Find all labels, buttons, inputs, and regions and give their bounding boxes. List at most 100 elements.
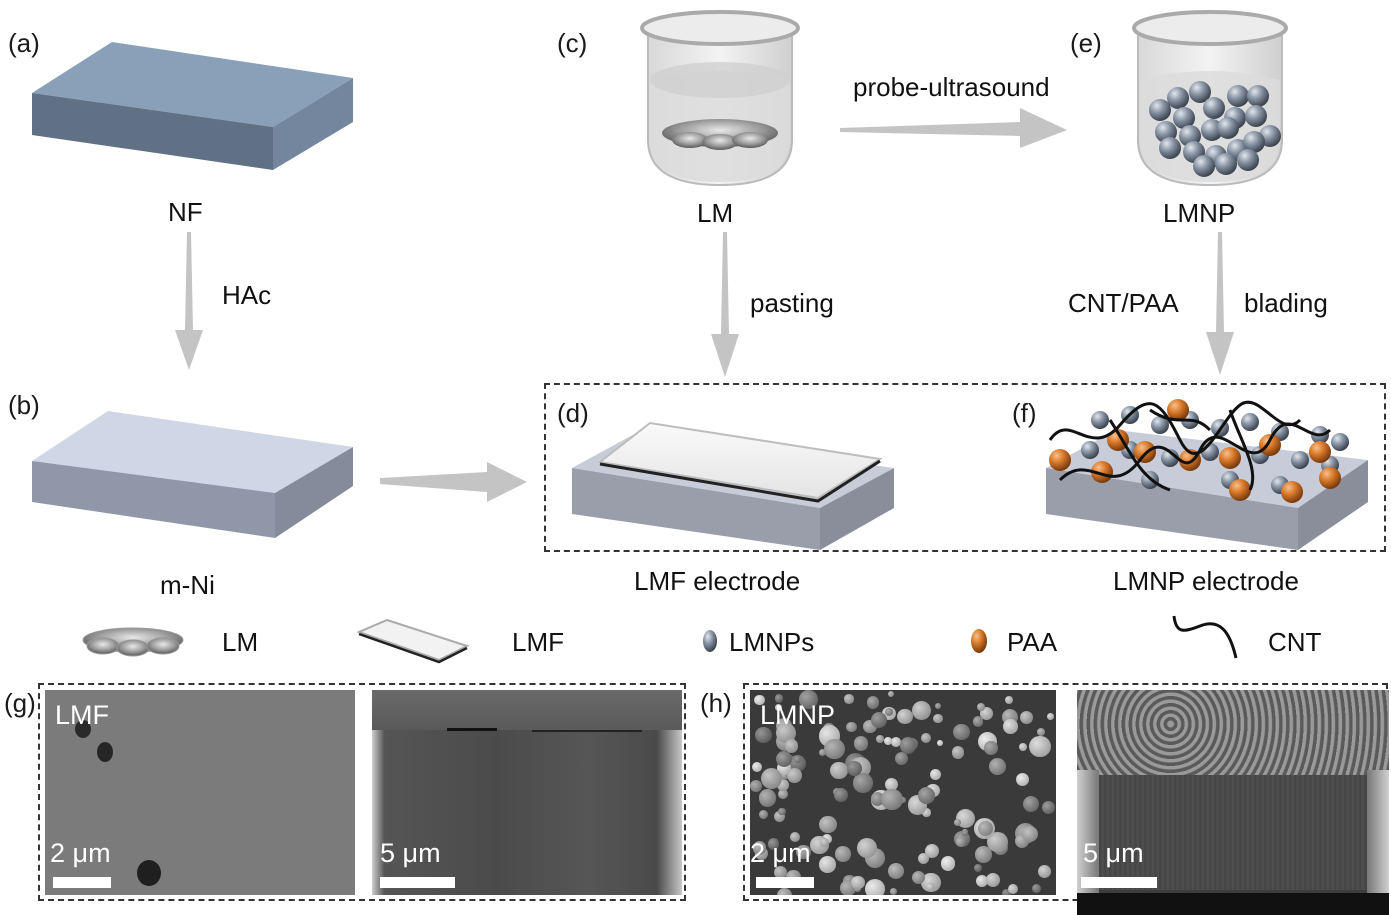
sem-particle <box>921 808 931 817</box>
sem-particle <box>773 865 787 879</box>
sem-particle <box>1015 773 1030 787</box>
sem-particle <box>883 736 893 746</box>
sem-particle <box>984 741 998 755</box>
sem-particle <box>894 751 909 766</box>
paa-particle <box>1167 399 1189 421</box>
lmnp-electrode <box>1046 399 1368 550</box>
lmnp-particle <box>1215 153 1237 175</box>
sem-tag-lmf: LMF <box>55 700 109 730</box>
arrow-right-probe-ultrasound <box>840 108 1067 148</box>
lm-droplet <box>662 119 778 150</box>
sem-particle <box>885 777 899 791</box>
legend-label-lm: LM <box>222 627 259 657</box>
caption-lmnp-electrode: LMNP electrode <box>1113 566 1299 596</box>
sem-particle <box>1029 735 1051 758</box>
sem-image-lmf-cross-section: 5 μm <box>372 690 682 895</box>
paa-particle <box>1107 429 1129 451</box>
sem-particle <box>776 751 793 767</box>
mni-block-front <box>32 461 275 538</box>
sem-particle <box>1002 719 1018 734</box>
arrow-down-hac <box>175 232 203 370</box>
arrow-down-pasting <box>711 232 739 377</box>
sem-info-bar <box>1077 893 1389 915</box>
sem-particle <box>846 721 857 733</box>
sem-particle <box>1020 710 1034 725</box>
mni-block <box>32 411 353 538</box>
scale-bar-g-left <box>53 877 111 888</box>
sem-particle <box>867 696 880 709</box>
sem-particle <box>864 879 885 895</box>
sem-particle <box>1007 883 1018 894</box>
sem-particle <box>1031 883 1041 893</box>
sem-particle <box>918 787 935 805</box>
scale-label-h-right: 5 μm <box>1083 838 1144 868</box>
lmnp-particle <box>1247 85 1269 107</box>
panel-label-b: (b) <box>8 390 40 420</box>
sem-particle <box>885 708 894 717</box>
sem-particle <box>887 690 894 697</box>
sem-particle <box>986 872 1001 887</box>
lmnp-particle <box>1193 155 1215 177</box>
nf-block-side <box>273 78 353 170</box>
caption-lm: LM <box>697 198 734 228</box>
lmnp-particle <box>1159 137 1181 159</box>
paa-particle <box>1219 447 1241 469</box>
lmnp-particle <box>1331 433 1349 451</box>
sem-particle <box>911 871 925 885</box>
sem-particle <box>897 708 913 724</box>
lmnp-particle <box>1217 117 1239 139</box>
sem-particle <box>871 711 887 728</box>
lmnp-particle <box>1245 105 1267 127</box>
caption-lmf-electrode: LMF electrode <box>634 566 801 596</box>
paa-particle <box>1281 481 1303 503</box>
nf-block-top <box>32 42 353 127</box>
sem-particle <box>888 863 904 879</box>
sem-particle <box>955 837 966 847</box>
step-label-cnt-paa: CNT/PAA <box>1068 288 1179 318</box>
sem-particle <box>760 767 782 790</box>
sem-particle <box>796 844 811 860</box>
paa-particle <box>1049 449 1071 471</box>
sem-particle <box>936 739 943 746</box>
legend-label-cnt: CNT <box>1268 627 1322 657</box>
sem-particle <box>929 769 941 780</box>
lmnp-particle <box>1081 441 1099 459</box>
paa-particle <box>1319 467 1341 489</box>
sem-particle <box>755 726 772 743</box>
lmf-electrode <box>572 421 894 550</box>
sem-particle <box>818 856 836 873</box>
lmnp-particle <box>1091 411 1109 429</box>
sem-particle <box>818 815 837 834</box>
panel-label-g: (g) <box>4 688 36 718</box>
sem-image-lmnp-cross-section: 5 μm <box>1077 690 1389 915</box>
step-label-probe-ultrasound: probe-ultrasound <box>853 72 1050 102</box>
paa-particles-layer <box>1049 399 1341 503</box>
sem-particle <box>752 841 767 855</box>
paa-particle <box>1259 434 1281 456</box>
sem-particle <box>972 716 984 727</box>
sem-particle <box>954 819 962 827</box>
sem-particle <box>1047 712 1055 720</box>
sem-particle <box>774 703 783 711</box>
sem-particle <box>977 703 985 711</box>
nf-block <box>32 42 353 170</box>
sem-particle <box>1038 864 1052 878</box>
step-label-hac: HAc <box>222 280 272 310</box>
sem-particle <box>777 788 788 799</box>
sem-particle <box>891 737 902 748</box>
sem-particle <box>921 872 941 893</box>
lmnp-particle <box>1227 85 1249 107</box>
panel-label-d: (d) <box>557 398 589 428</box>
legend-label-paa: PAA <box>1007 627 1058 657</box>
lmnp-particle <box>1201 119 1223 141</box>
lmnp-particle <box>1241 413 1259 431</box>
sem-particle <box>857 837 878 859</box>
sem-particle <box>1022 796 1040 813</box>
sem-particle <box>819 749 827 757</box>
sem-particle <box>780 772 789 781</box>
sem-particle <box>951 746 965 759</box>
sem-particle <box>768 838 780 850</box>
arrow-down-blading <box>1206 232 1234 375</box>
caption-nf: NF <box>168 197 203 227</box>
sem-particle <box>977 820 994 837</box>
